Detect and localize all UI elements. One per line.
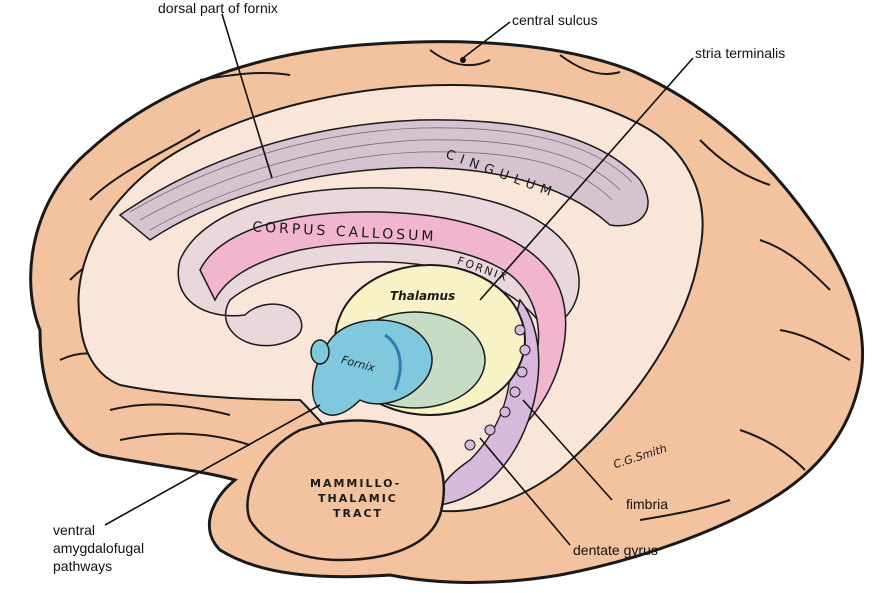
label-mammillo-2: THALAMIC xyxy=(318,492,398,505)
label-mammillo-3: TRACT xyxy=(333,507,383,520)
leader-ventral-amygdalofugal xyxy=(104,404,321,526)
mammillothalamic-region xyxy=(311,319,433,416)
label-dorsal-part-of-fornix: dorsal part of fornix xyxy=(158,0,278,16)
central-sulcus-dot xyxy=(460,57,466,63)
label-mammillo-1: MAMMILLO- xyxy=(310,477,401,490)
mammillothalamic-tract-fibers xyxy=(384,333,402,391)
leader-lines xyxy=(104,13,694,546)
amygdala xyxy=(310,339,330,365)
label-central-sulcus: central sulcus xyxy=(512,12,598,28)
leader-central-sulcus xyxy=(462,21,511,59)
label-ventral-line1: ventral xyxy=(53,522,96,538)
label-stria-terminalis: stria terminalis xyxy=(695,45,786,61)
brainstem xyxy=(246,419,445,562)
leader-stria-terminalis xyxy=(479,57,694,301)
cingulum xyxy=(118,119,649,241)
label-dentate-gyrus: dentate gyrus xyxy=(573,542,658,558)
cingulum-fiber-lines xyxy=(129,127,633,231)
leader-dentate-gyrus xyxy=(479,437,571,546)
leader-fimbria xyxy=(522,399,613,501)
label-ventral-line2: amygdalofugal xyxy=(53,540,145,556)
label-ventral-line3: pathways xyxy=(53,558,113,574)
label-thalamus: Thalamus xyxy=(390,289,455,303)
leader-dorsal-fornix xyxy=(221,13,273,179)
dentate-beads xyxy=(464,324,531,451)
label-fimbria: fimbria xyxy=(626,496,669,512)
